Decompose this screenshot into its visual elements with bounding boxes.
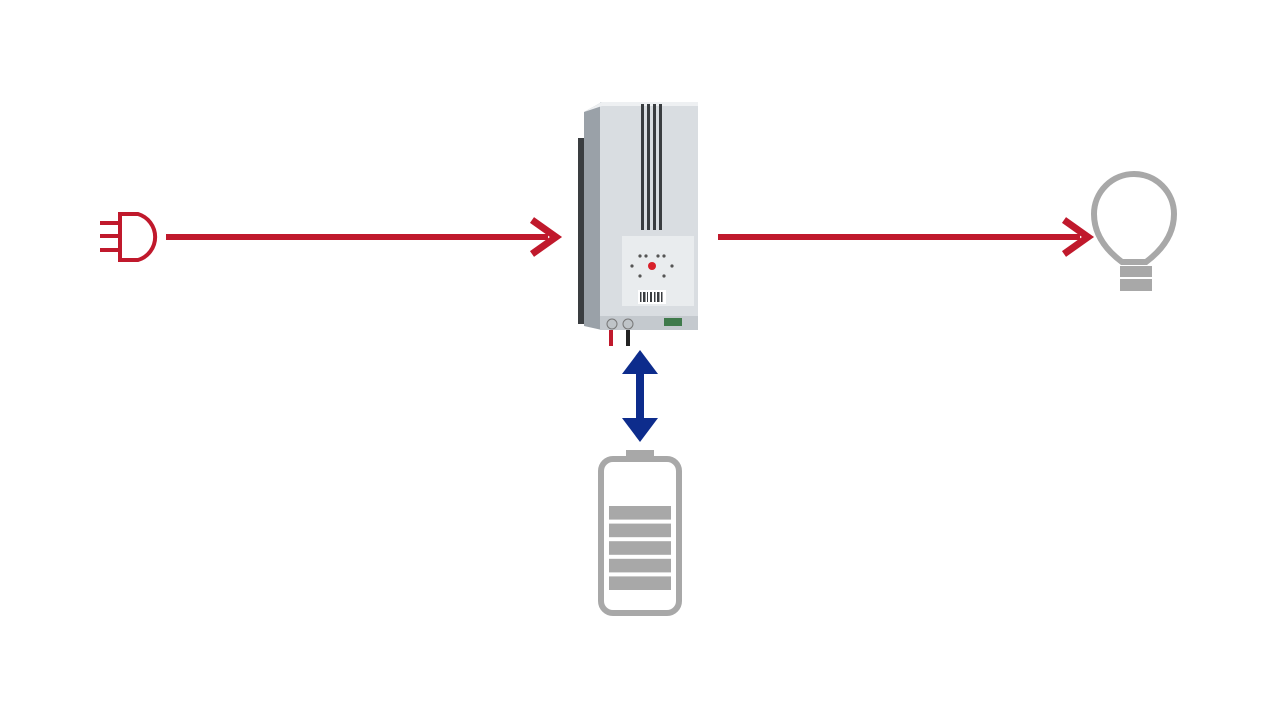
control-panel-leds (630, 254, 674, 278)
vent-stripes (641, 104, 662, 230)
battery-charge-cells (609, 506, 671, 590)
battery-cell (609, 541, 671, 555)
grid-to-device-arrow (166, 217, 563, 257)
device-to-load-arrow (718, 217, 1095, 257)
battery-cell (609, 506, 671, 520)
device-battery-bidirectional-arrow (622, 350, 658, 442)
device-label (638, 290, 666, 304)
battery-icon (598, 450, 682, 616)
battery-cell (609, 523, 671, 538)
inverter-charger-device (578, 102, 698, 346)
battery-cell (609, 558, 671, 573)
power-plug-icon (100, 212, 158, 262)
battery-cell (609, 576, 671, 590)
light-bulb-icon (1090, 171, 1178, 291)
